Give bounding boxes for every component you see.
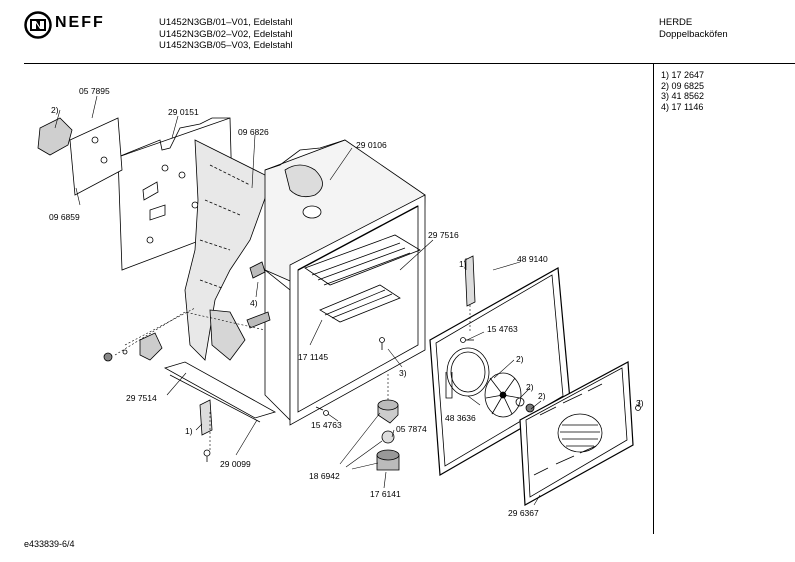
header-divider xyxy=(24,63,795,64)
part-label: 2) xyxy=(526,382,534,392)
part-label: 05 7895 xyxy=(79,86,110,96)
fan-assembly xyxy=(445,347,535,418)
legend-item: 4) 17 1146 xyxy=(661,101,704,112)
part-label: 4) xyxy=(250,298,258,308)
legend-divider xyxy=(653,64,654,534)
part-label: 2) xyxy=(538,391,546,401)
model-line: U1452N3GB/05–V03, Edelstahl xyxy=(159,40,293,51)
model-line: U1452N3GB/01–V01, Edelstahl xyxy=(159,17,293,28)
part-label: 29 7514 xyxy=(126,393,157,403)
part-label: 18 6942 xyxy=(309,471,340,481)
model-list: U1452N3GB/01–V01, Edelstahl U1452N3GB/02… xyxy=(159,17,293,52)
brand-name: NEFF xyxy=(55,14,105,31)
thermostat-parts xyxy=(376,399,400,471)
screws xyxy=(203,337,641,462)
part-label: 2) xyxy=(516,354,524,364)
part-label: 1) xyxy=(185,426,193,436)
model-line: U1452N3GB/02–V02, Edelstahl xyxy=(159,28,293,40)
legend-item: 1) 17 2647 xyxy=(661,70,705,80)
grill-rack xyxy=(304,234,421,323)
part-label: 48 9140 xyxy=(517,254,548,264)
part-label: 2) xyxy=(51,105,59,115)
part-label: 48 3636 xyxy=(445,413,476,423)
document-code: e433839-6/4 xyxy=(24,539,75,549)
leader-lines xyxy=(54,95,641,506)
part-label: 29 0151 xyxy=(168,107,199,117)
part-label: 05 7874 xyxy=(396,424,427,434)
part-label: 3) xyxy=(399,368,407,378)
part-label: 3) xyxy=(636,398,644,408)
insulation-mat xyxy=(184,139,269,361)
part-label: 17 6141 xyxy=(370,489,401,499)
logo-emblem-icon xyxy=(24,11,52,39)
legend-item: 3) 41 8562 xyxy=(661,91,705,101)
bottom-rail xyxy=(163,255,476,436)
fan-cover xyxy=(519,361,634,506)
legend-item: 2) 09 6825 xyxy=(661,80,705,91)
part-label: 09 6826 xyxy=(238,127,269,137)
subcategory-title: Doppelbacköfen xyxy=(659,28,728,40)
part-label: 29 7516 xyxy=(428,230,459,240)
part-label: 17 1145 xyxy=(298,352,329,362)
front-frame xyxy=(289,194,426,426)
legend: 1) 17 2647 2) 09 6825 3) 41 8562 4) 17 1… xyxy=(661,70,704,112)
part-label: 29 0106 xyxy=(356,140,387,150)
part-label: 29 0099 xyxy=(220,459,251,469)
part-label: 15 4763 xyxy=(487,324,518,334)
category-block: HERDE Doppelbacköfen xyxy=(659,17,728,40)
switch-parts xyxy=(37,117,271,362)
category-title: HERDE xyxy=(659,17,693,28)
part-label: 15 4763 xyxy=(311,420,342,430)
assembly-lines xyxy=(114,305,471,450)
part-label: 1) xyxy=(459,259,467,269)
part-label: 29 6367 xyxy=(508,508,539,518)
part-label: 09 6859 xyxy=(49,212,80,222)
